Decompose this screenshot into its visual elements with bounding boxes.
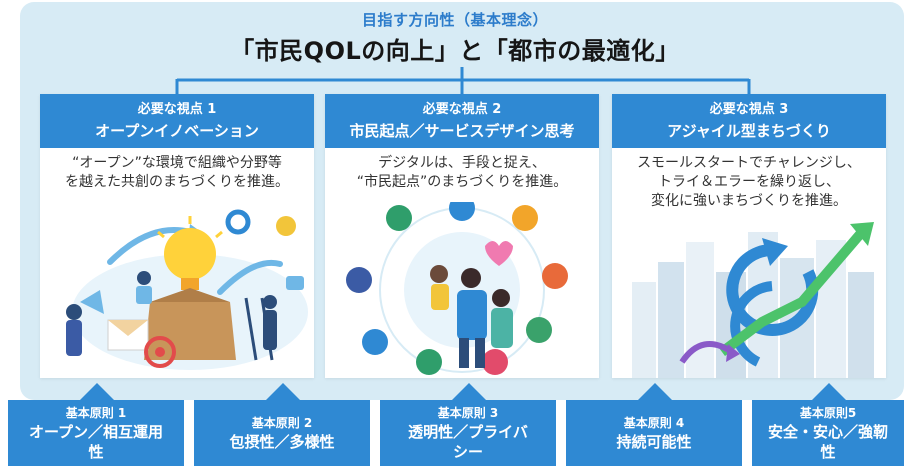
viewpoint-card-3: 必要な視点 3 アジャイル型まちづくり スモールスタートでチャレンジし、 トライ…: [612, 94, 886, 378]
viewpoint-label: 必要な視点 1: [137, 102, 217, 117]
description-line: を越えた共創のまちづくりを推進。: [65, 174, 289, 190]
principle-title: 包摂性／多様性: [229, 432, 335, 451]
principle-label: 基本原則 3: [437, 405, 499, 420]
principle-box-3: 基本原則 3 透明性／プライバ シー: [380, 400, 556, 466]
viewpoint-title: 市民起点／サービスデザイン思考: [349, 122, 575, 140]
viewpoint-description: スモールスタートでチャレンジし、 トライ＆エラーを繰り返し、 変化に強いまちづく…: [612, 154, 886, 211]
principle-label: 基本原則 4: [623, 415, 685, 430]
viewpoint-label: 必要な視点 3: [709, 102, 789, 117]
viewpoint-description: “オープン”な環境で組織や分野等 を越えた共創のまちづくりを推進。: [40, 154, 314, 192]
description-line: トライ＆エラーを繰り返し、: [658, 174, 840, 190]
description-line: デジタルは、手段と捉え、: [378, 155, 546, 171]
viewpoint-label: 必要な視点 2: [422, 102, 502, 117]
description-line: スモールスタートでチャレンジし、: [637, 155, 861, 171]
viewpoint-header-1: 必要な視点 1 オープンイノベーション: [40, 94, 314, 148]
principle-box-2: 基本原則 2 包摂性／多様性: [194, 400, 370, 466]
principle-box-5: 基本原則5 安全・安心／強靭 性: [752, 400, 904, 466]
service-icons: [346, 202, 568, 375]
description-line: “オープン”な環境で組織や分野等: [72, 155, 282, 171]
tree-connector: [175, 67, 751, 95]
viewpoint-header-3: 必要な視点 3 アジャイル型まちづくり: [612, 94, 886, 148]
principle-label: 基本原則5: [799, 405, 857, 420]
family-services-illustration: [346, 202, 568, 375]
agile-city-illustration: [632, 222, 874, 378]
viewpoint-card-2: 必要な視点 2 市民起点／サービスデザイン思考 デジタルは、手段と捉え、 “市民…: [325, 94, 599, 378]
principle-title: 安全・安心／強靭: [767, 422, 888, 441]
principle-title: 性: [820, 442, 836, 461]
principle-title: オープン／相互運用: [28, 422, 164, 441]
goal-title: 「市民QOLの向上」と「都市の最適化」: [230, 37, 680, 65]
goal-subtitle: 目指す方向性（基本理念）: [361, 11, 548, 29]
viewpoint-title: オープンイノベーション: [95, 122, 259, 140]
open-innovation-illustration: [66, 209, 308, 370]
viewpoint-title: アジャイル型まちづくり: [667, 122, 831, 140]
viewpoint-header-2: 必要な視点 2 市民起点／サービスデザイン思考: [325, 94, 599, 148]
principle-pointers: [80, 383, 846, 400]
principle-title: 透明性／プライバ: [408, 422, 528, 441]
principle-title: シー: [452, 442, 483, 461]
principle-label: 基本原則 1: [65, 405, 127, 420]
principle-label: 基本原則 2: [251, 415, 313, 430]
principle-box-1: 基本原則 1 オープン／相互運用 性: [8, 400, 184, 466]
viewpoint-card-1: 必要な視点 1 オープンイノベーション “オープン”な環境で組織や分野等 を越え…: [40, 94, 314, 378]
principle-title: 性: [88, 442, 104, 461]
description-line: “市民起点”のまちづくりを推進。: [356, 174, 568, 190]
viewpoint-description: デジタルは、手段と捉え、 “市民起点”のまちづくりを推進。: [325, 154, 599, 192]
principle-title: 持続可能性: [616, 432, 692, 451]
principle-box-4: 基本原則 4 持続可能性: [566, 400, 742, 466]
description-line: 変化に強いまちづくりを推進。: [651, 193, 847, 209]
